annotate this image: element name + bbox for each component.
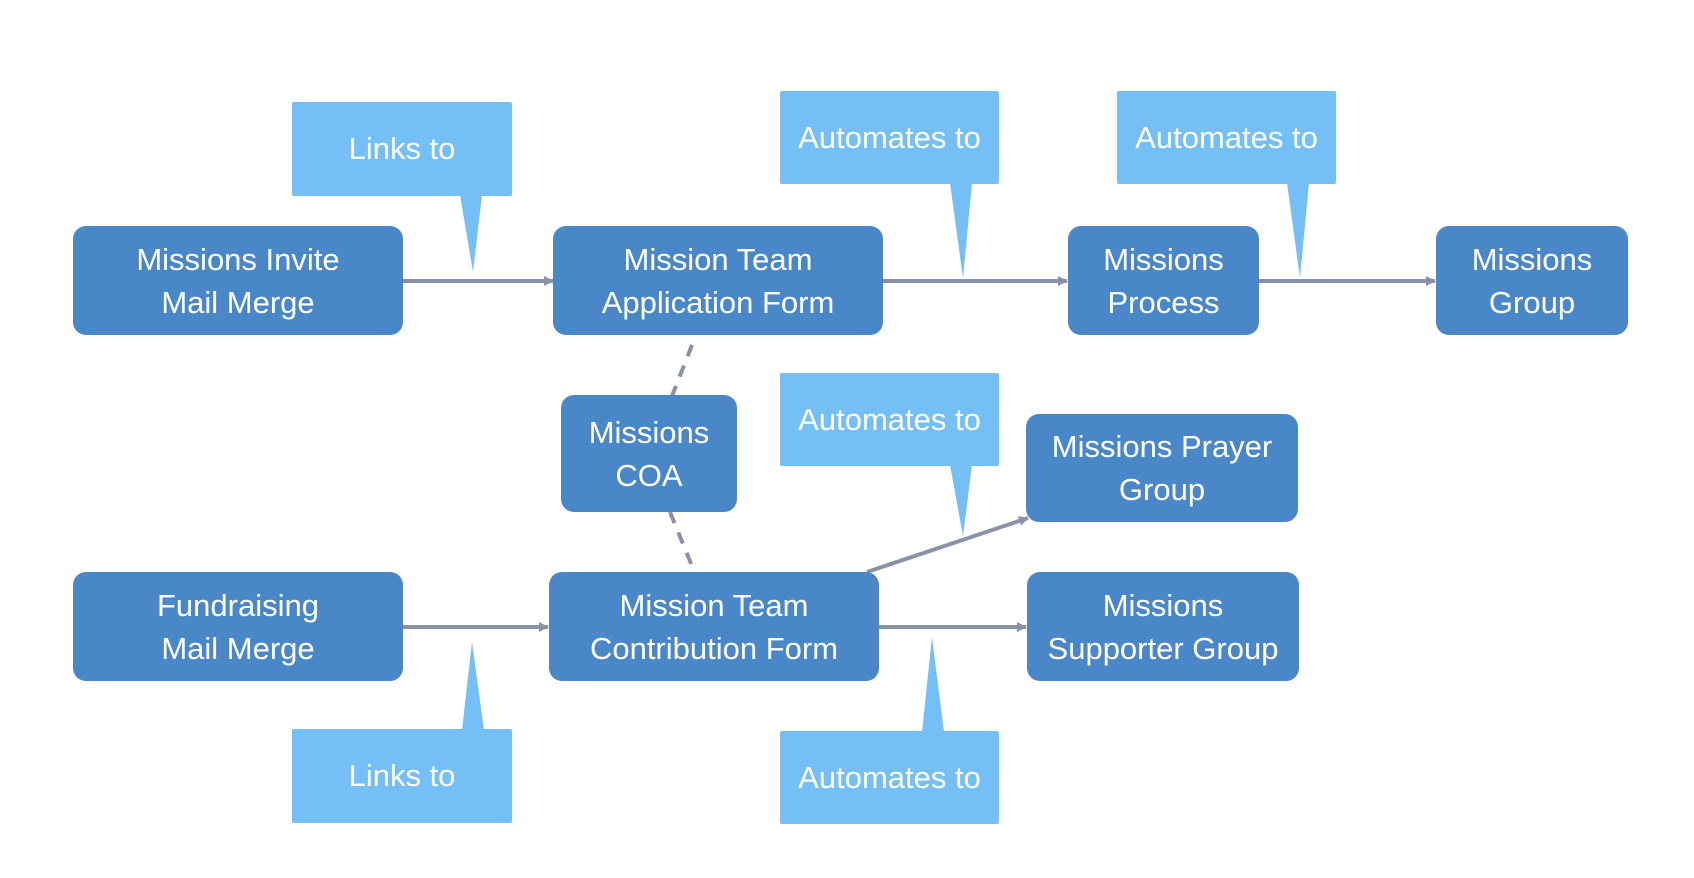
node-mission-team-contribution-form: Mission Team Contribution Form	[549, 572, 879, 681]
callout-pointer-links-bottom	[462, 642, 484, 730]
callout-pointer-links-top	[460, 195, 482, 272]
arrow-contribution-to-prayer	[866, 516, 1029, 574]
callout-links-to-bottom: Links to	[292, 729, 512, 823]
callout-automates-to-2: Automates to	[1117, 91, 1336, 184]
node-mission-team-application-form: Mission Team Application Form	[553, 226, 883, 335]
callout-pointer-automates-2	[1287, 183, 1309, 278]
node-label-line2: Group	[1488, 284, 1576, 320]
node-label-line1: Fundraising	[157, 587, 319, 623]
node-missions-prayer-group: Missions Prayer Group	[1026, 414, 1298, 522]
callout-links-to-top: Links to	[292, 102, 512, 196]
node-label-line2: Process	[1107, 284, 1220, 320]
callout-automates-to-bottom: Automates to	[780, 731, 999, 824]
dashed-link-coa-contribution	[668, 511, 694, 567]
node-missions-group: Missions Group	[1436, 226, 1628, 335]
node-label-line1: Missions	[1103, 241, 1224, 277]
callout-pointer-automates-bottom	[922, 637, 944, 732]
node-missions-supporter-group: Missions Supporter Group	[1027, 572, 1299, 681]
callout-pointer-automates-1	[950, 183, 972, 278]
node-label-line2: Contribution Form	[589, 630, 839, 666]
node-missions-process: Missions Process	[1068, 226, 1259, 335]
node-label-line2: Mail Merge	[161, 630, 315, 666]
node-missions-invite-mail-merge: Missions Invite Mail Merge	[73, 226, 403, 335]
node-label-line1: Missions	[1471, 241, 1593, 277]
node-label-line1: Missions Invite	[136, 241, 340, 277]
node-fundraising-mail-merge: Fundraising Mail Merge	[73, 572, 403, 681]
node-label-line1: Mission Team	[623, 241, 813, 277]
node-label-line2: Group	[1118, 472, 1206, 507]
dashed-link-application-coa	[670, 344, 694, 397]
node-missions-coa: Missions COA	[561, 395, 737, 512]
node-label-line1: Missions	[588, 414, 710, 450]
node-label-line1: Missions Prayer	[1051, 429, 1273, 464]
callout-automates-to-prayer: Automates to	[780, 373, 999, 466]
callout-pointer-automates-prayer	[950, 465, 972, 536]
node-label-line1: Missions	[1102, 587, 1224, 623]
node-label-line2: Mail Merge	[161, 284, 315, 320]
node-label-line2: Application Form	[601, 284, 835, 320]
node-label-line2: Supporter Group	[1047, 630, 1279, 666]
callout-automates-to-1: Automates to	[780, 91, 999, 184]
node-label-line1: Mission Team	[619, 587, 809, 623]
node-label-line2: COA	[615, 457, 683, 493]
